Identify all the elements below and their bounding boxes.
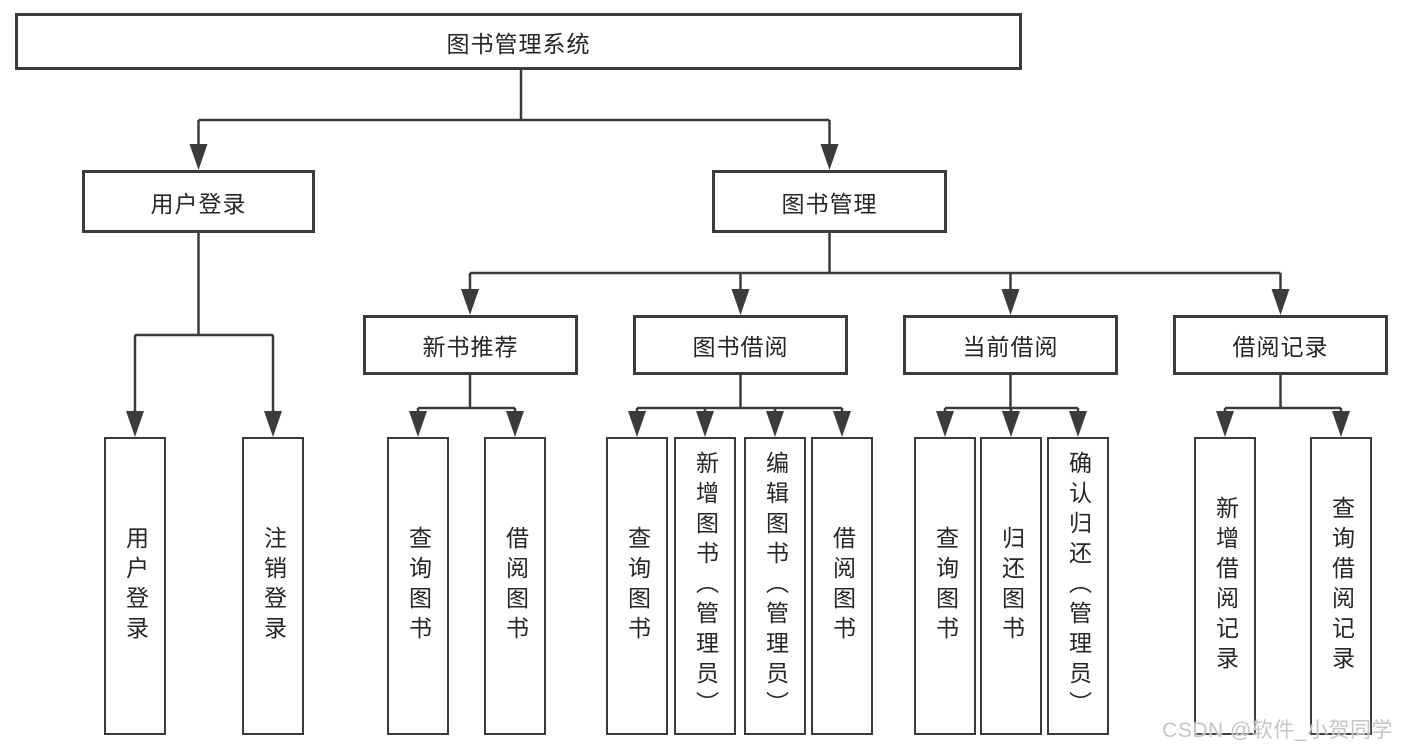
arrowhead-icon xyxy=(1332,411,1350,437)
node-label: 用户登录 xyxy=(150,190,247,217)
arrowhead-icon xyxy=(731,289,750,315)
leaf-confirm-return-admin: 确认归还（管理员） xyxy=(1047,437,1109,735)
leaf-label: 归还图书 xyxy=(998,526,1025,646)
leaf-borrow-books-recommend: 借阅图书 xyxy=(484,437,546,735)
leaf-logout: 注销登录 xyxy=(242,437,304,735)
node-label: 借阅记录 xyxy=(1232,334,1329,360)
leaf-query-borrow-record: 查询借阅记录 xyxy=(1310,437,1372,735)
node-current-borrowing: 当前借阅 xyxy=(903,315,1118,375)
arrowhead-icon xyxy=(820,144,839,170)
arrowhead-icon xyxy=(628,411,646,437)
node-library-management-system: 图书管理系统 xyxy=(15,13,1022,70)
arrowhead-icon xyxy=(506,411,524,437)
leaf-label: 新增借阅记录 xyxy=(1212,496,1239,676)
leaf-label: 新增图书（管理员） xyxy=(692,451,719,721)
arrowhead-icon xyxy=(1001,289,1020,315)
arrowhead-icon xyxy=(766,411,784,437)
arrowhead-icon xyxy=(833,411,851,437)
leaf-label: 借阅图书 xyxy=(502,526,529,646)
arrowhead-icon xyxy=(264,411,282,437)
leaf-borrow-books: 借阅图书 xyxy=(811,437,873,735)
node-new-book-recommendation: 新书推荐 xyxy=(363,315,578,375)
node-book-management-branch: 图书管理 xyxy=(712,170,947,233)
arrowhead-icon xyxy=(126,411,144,437)
leaf-add-borrow-record: 新增借阅记录 xyxy=(1194,437,1256,735)
arrowhead-icon xyxy=(1216,411,1234,437)
node-label: 当前借阅 xyxy=(962,334,1059,360)
leaf-label: 查询图书 xyxy=(932,526,959,646)
node-user-login-branch: 用户登录 xyxy=(82,170,315,233)
arrowhead-icon xyxy=(1271,289,1290,315)
node-label: 图书管理 xyxy=(781,190,878,217)
arrowhead-icon xyxy=(409,411,427,437)
arrowhead-icon xyxy=(189,144,208,170)
arrowhead-icon xyxy=(461,289,479,315)
leaf-label: 确认归还（管理员） xyxy=(1065,451,1092,721)
leaf-return-books: 归还图书 xyxy=(980,437,1042,735)
csdn-watermark: CSDN @软件_小贺同学 xyxy=(1162,719,1393,742)
leaf-label: 查询图书 xyxy=(624,526,651,646)
leaf-label: 用户登录 xyxy=(122,526,149,646)
leaf-label: 借阅图书 xyxy=(829,526,856,646)
leaf-add-books-admin: 新增图书（管理员） xyxy=(674,437,736,735)
node-label: 图书管理系统 xyxy=(446,30,591,57)
node-borrowing-records: 借阅记录 xyxy=(1173,315,1388,375)
leaf-label: 查询借阅记录 xyxy=(1328,496,1355,676)
leaf-label: 注销登录 xyxy=(260,526,287,646)
node-label: 图书借阅 xyxy=(692,334,789,360)
node-book-borrowing: 图书借阅 xyxy=(633,315,848,375)
leaf-query-books-recommend: 查询图书 xyxy=(387,437,449,735)
leaf-user-login: 用户登录 xyxy=(104,437,166,735)
leaf-query-books-current: 查询图书 xyxy=(914,437,976,735)
leaf-edit-books-admin: 编辑图书（管理员） xyxy=(744,437,806,735)
arrowhead-icon xyxy=(936,411,954,437)
leaf-label: 查询图书 xyxy=(405,526,432,646)
arrowhead-icon xyxy=(1002,411,1020,437)
arrowhead-icon xyxy=(696,411,714,437)
node-label: 新书推荐 xyxy=(422,334,519,360)
leaf-label: 编辑图书（管理员） xyxy=(762,451,789,721)
arrowhead-icon xyxy=(1069,411,1087,437)
leaf-query-books-borrowing: 查询图书 xyxy=(606,437,668,735)
